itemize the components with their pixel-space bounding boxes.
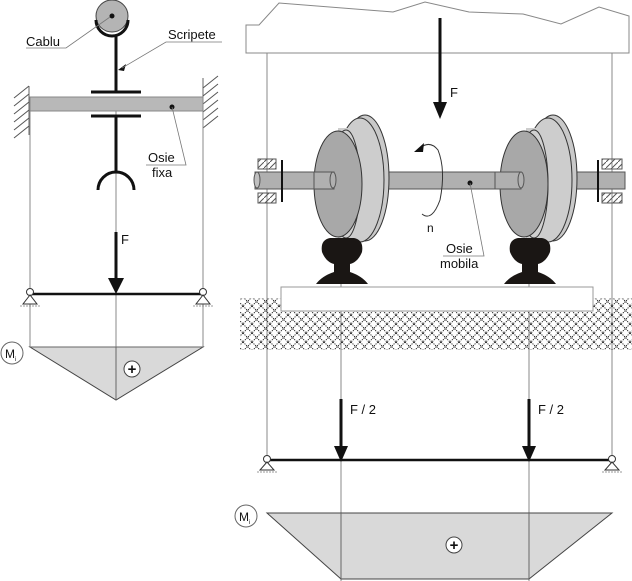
support-right [193,288,213,307]
positive-sign: + [445,536,463,554]
axle-label-line2: fixa [152,165,173,180]
wall-left [13,85,30,139]
svg-text:+: + [450,537,459,554]
positive-sign: + [123,360,141,378]
rotation-label: n [427,221,434,235]
pulley-leader-arrow [118,64,126,71]
support-left [20,288,40,307]
rail-left [316,238,368,284]
moment-symbol: M i [234,504,258,528]
svg-text:+: + [128,361,137,378]
pulley-leader [121,41,222,69]
bearing-left [257,158,283,204]
vehicle-body [245,1,630,54]
wall-right [202,75,219,129]
force-right-label: F / 2 [538,402,564,417]
bearing-right [597,158,623,204]
force-arrow-head [108,278,124,294]
rotation-arrow [419,144,444,217]
svg-text:i: i [15,357,16,363]
moment-symbol: M i [0,341,24,365]
mobile-axle-diagram: F [234,1,632,581]
svg-text:M: M [239,510,249,524]
fixed-axle-diagram: Cablu Scripete Osie fixa F M i [0,0,222,401]
wheel-left [313,114,390,243]
force-left-arrow-head [334,446,348,462]
axle-leader [443,182,485,257]
axle-label-line1: Osie [148,150,175,165]
axle-label-line1: Osie [446,241,473,256]
cable-leader [26,16,111,49]
force-arrow-head [433,102,447,119]
axle-leader [146,106,187,166]
cable-label: Cablu [26,34,60,49]
fixed-axle [29,96,204,112]
force-left-label: F / 2 [350,402,376,417]
force-label: F [450,85,458,100]
rotation-arrow-head [414,143,424,152]
svg-text:M: M [5,347,15,361]
svg-text:i: i [249,520,250,526]
force-label: F [121,232,129,247]
support-left [257,455,277,473]
sleeper [280,286,594,312]
rail-right [504,238,556,284]
pulley-label: Scripete [168,27,216,42]
moment-diagram-trapezoid [265,512,614,580]
force-right-arrow-head [522,446,536,462]
axle-label-line2: mobila [440,256,479,271]
hook [96,170,136,191]
support-right [602,455,622,473]
wheel-right [494,114,578,243]
pulley-center-dot [109,13,115,19]
